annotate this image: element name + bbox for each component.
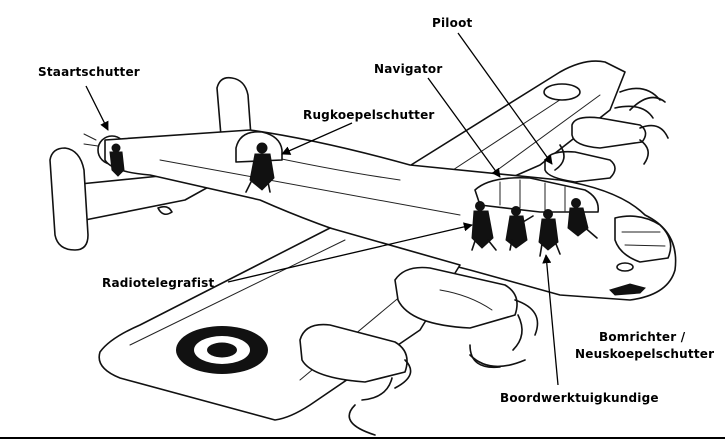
pilot-figure [567,198,598,239]
label-bomrichter-line2: Neuskoepelschutter [575,347,714,361]
far-engine-inner [544,116,669,183]
leader-navigator [427,77,501,178]
label-rugkoepelschutter: Rugkoepelschutter [303,108,435,122]
fuselage [104,129,677,301]
dorsal-gunner-figure [245,142,275,193]
label-boordwerktuigkundige: Boordwerktuigkundige [500,391,659,405]
label-piloot: Piloot [432,16,473,30]
propeller-marks [469,96,666,369]
left-fin [49,147,89,251]
leader-rugkoepelschutter [281,122,353,155]
radio-operator-figure [471,201,497,251]
near-engine-inner [394,266,539,351]
label-staartschutter: Staartschutter [38,65,140,79]
label-navigator: Navigator [374,62,442,76]
near-wing [98,227,461,421]
crew-silhouettes [109,142,598,257]
leader-staartschutter [85,85,109,131]
cockpit-canopy [474,176,600,213]
leader-piloot [457,32,553,165]
flight-engineer-figure [538,209,561,257]
label-bomrichter-line1: Bomrichter / [599,330,686,344]
leader-radiotelegrafist [227,222,473,283]
aircraft-illustration [49,60,677,436]
crew-labels: Staartschutter Rugkoepelschutter Navigat… [38,16,714,405]
leader-boordwerktuigkundige [542,254,559,386]
tail-gunner-figure [109,143,125,177]
nose-section [609,215,672,296]
roundel [176,326,268,374]
label-radiotelegrafist: Radiotelegrafist [102,276,214,290]
near-engine-outer [299,323,526,436]
leader-lines [85,32,559,386]
far-engine-outer [543,83,661,119]
bottom-border [0,437,725,439]
tail-wheel [157,205,173,216]
navigator-figure [505,206,534,251]
